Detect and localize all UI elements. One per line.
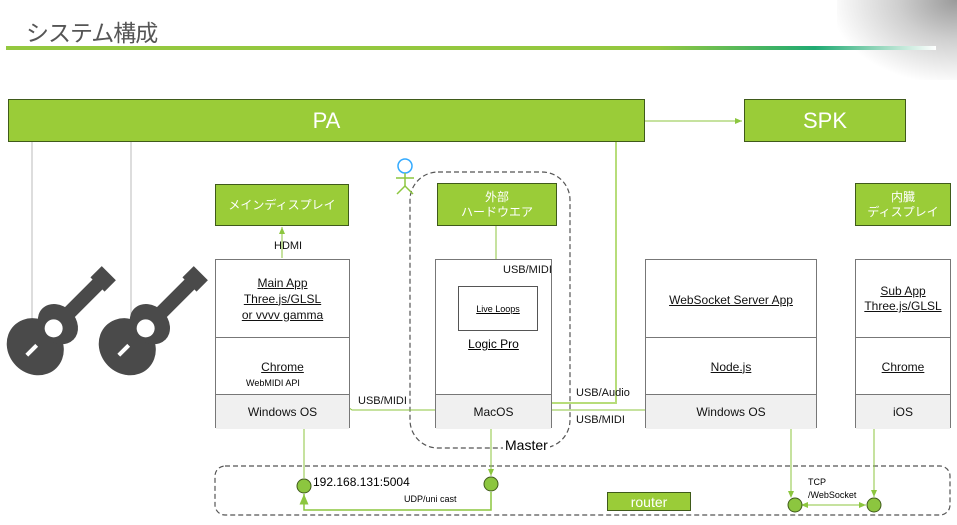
main-display-label: メインディスプレイ: [228, 197, 336, 212]
node: [483, 476, 499, 492]
chrome-label: Chrome: [261, 360, 304, 374]
external-hw-line2: ハードウエア: [460, 204, 533, 219]
server-app-label: WebSocket Server App: [669, 293, 793, 307]
hdmi-label: HDMI: [274, 240, 303, 252]
windows-os-section: Windows OS: [646, 394, 816, 429]
chrome-section: Chrome: [856, 337, 950, 395]
tcp-line1: TCP: [808, 477, 826, 487]
page-title: システム構成: [26, 21, 158, 47]
windows-os-section: Windows OS: [216, 394, 349, 429]
udp-label: UDP/uni cast: [404, 494, 457, 504]
internal-display-line1: 内臓: [890, 189, 915, 204]
node: [866, 497, 882, 513]
sub-app-line1: Sub App: [880, 284, 926, 298]
network-group-outline: [214, 465, 951, 516]
chrome-label: Chrome: [881, 359, 925, 374]
nodejs-section: Node.js: [646, 337, 816, 395]
os-label: MacOS: [473, 405, 514, 419]
sub-app-line2: Three.js/GLSL: [864, 299, 942, 313]
internal-display-line2: ディスプレイ: [867, 204, 939, 219]
external-hardware-box: 外部 ハードウエア: [437, 183, 557, 226]
router-box: router: [607, 492, 691, 511]
main-app-section: Main App Three.js/GLSL or vvvv gamma: [216, 260, 349, 337]
server-app-section: WebSocket Server App: [646, 260, 816, 337]
server-pc-box: WebSocket Server App Node.js Windows OS: [645, 259, 817, 429]
logic-pro-label: Logic Pro: [468, 337, 519, 351]
external-hw-line1: 外部: [484, 189, 509, 204]
master-group-outline: [409, 171, 571, 449]
node: [296, 478, 312, 494]
main-pc-box: Main App Three.js/GLSL or vvvv gamma Chr…: [215, 259, 350, 429]
mac-box: USB/MIDI Live Loops Logic Pro MacOS: [435, 259, 552, 429]
usb-midi-right-label: USB/MIDI: [576, 414, 625, 426]
macos-section: MacOS: [436, 394, 551, 429]
spk-box: SPK: [744, 99, 906, 142]
main-app-line3: or vvvv gamma: [241, 307, 324, 322]
router-label: router: [630, 493, 668, 510]
guitar-icon: [6, 266, 116, 376]
person-icon: [396, 158, 414, 195]
main-app-line1: Main App: [257, 275, 308, 290]
usb-midi-left-label: USB/MIDI: [358, 395, 407, 407]
usb-audio-label: USB/Audio: [576, 387, 630, 399]
main-display-box: メインディスプレイ: [215, 184, 349, 226]
tcp-line2: /WebSocket: [808, 490, 857, 500]
main-app-line2: Three.js/GLSL: [243, 291, 322, 306]
node: [787, 497, 803, 513]
os-label: Windows OS: [696, 405, 766, 419]
os-label: Windows OS: [247, 405, 318, 419]
spk-label: SPK: [802, 107, 848, 133]
live-loops-label: Live Loops: [476, 303, 520, 314]
ios-section: iOS: [856, 394, 950, 429]
internal-display-box: 内臓 ディスプレイ: [855, 183, 951, 226]
corner-shadow: [837, 0, 957, 80]
ip-address-label: 192.168.131:5004: [313, 475, 410, 489]
guitar-icon: [98, 266, 208, 376]
chrome-section: Chrome: [216, 337, 349, 394]
tcp-websocket-label: TCP /WebSocket: [808, 476, 856, 502]
ios-device-box: Sub App Three.js/GLSL Chrome iOS: [855, 259, 951, 429]
live-loops-box: Live Loops: [458, 286, 538, 331]
pa-box: PA: [8, 99, 645, 142]
master-label: Master: [503, 437, 550, 453]
sub-app-section: Sub App Three.js/GLSL: [856, 260, 950, 337]
title-underline: [6, 46, 936, 50]
nodejs-label: Node.js: [710, 359, 752, 374]
os-label: iOS: [892, 405, 913, 419]
webmidi-label: WebMIDI API: [246, 378, 300, 388]
pa-label: PA: [312, 107, 341, 133]
usb-midi-in-label: USB/MIDI: [503, 264, 552, 276]
